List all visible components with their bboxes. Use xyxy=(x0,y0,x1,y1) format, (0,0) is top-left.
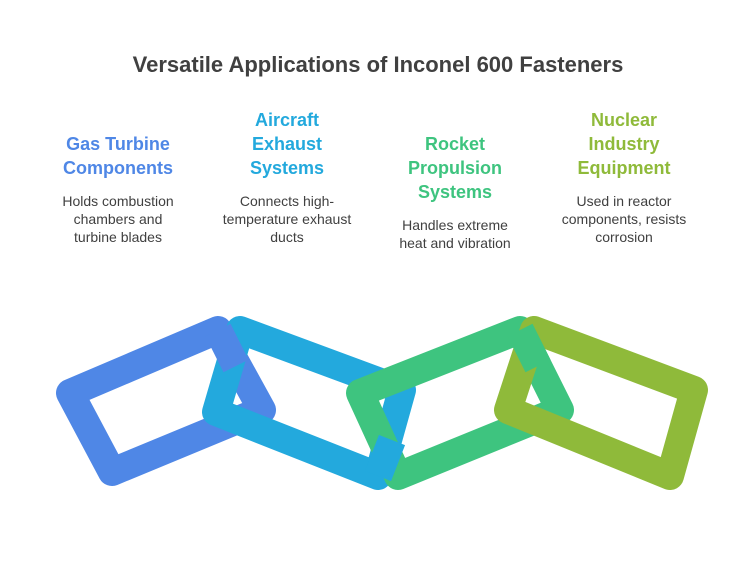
application-heading: Rocket Propulsion Systems xyxy=(380,132,530,204)
application-aircraft-exhaust: Aircraft Exhaust Systems Connects high- … xyxy=(212,108,362,246)
description-line: temperature exhaust xyxy=(222,211,352,227)
application-nuclear-industry: Nuclear Industry Equipment Used in react… xyxy=(549,108,699,246)
application-description: Used in reactor components, resists corr… xyxy=(549,192,699,246)
description-line: Connects high- xyxy=(239,193,335,209)
description-line: Holds combustion xyxy=(62,193,174,209)
heading-line: Systems xyxy=(417,182,493,202)
chain-overlap-green xyxy=(507,323,551,373)
heading-line: Nuclear xyxy=(590,110,658,130)
description-line: heat and vibration xyxy=(399,235,511,251)
chain-link-lime xyxy=(494,316,708,490)
application-heading: Nuclear Industry Equipment xyxy=(549,108,699,180)
heading-line: Exhaust xyxy=(251,134,323,154)
heading-line: Systems xyxy=(249,158,325,178)
chain-overlap-blue xyxy=(205,323,249,373)
application-rocket-propulsion: Rocket Propulsion Systems Handles extrem… xyxy=(380,132,530,252)
heading-line: Components xyxy=(63,158,173,178)
heading-line: Aircraft xyxy=(254,110,320,130)
heading-line: Gas Turbine xyxy=(66,134,170,154)
description-line: Handles extreme xyxy=(402,217,508,233)
heading-line: Propulsion xyxy=(408,158,502,178)
application-description: Holds combustion chambers and turbine bl… xyxy=(43,192,193,246)
description-line: turbine blades xyxy=(74,229,162,245)
description-line: chambers and xyxy=(73,211,163,227)
chain-link-blue xyxy=(56,316,276,486)
heading-line: Industry xyxy=(588,134,660,154)
description-line: components, resists xyxy=(561,211,687,227)
application-description: Connects high- temperature exhaust ducts xyxy=(212,192,362,246)
chain-overlap-cyan xyxy=(364,434,406,482)
heading-line: Equipment xyxy=(577,158,671,178)
description-line: Used in reactor xyxy=(576,193,672,209)
page-title: Versatile Applications of Inconel 600 Fa… xyxy=(132,52,624,77)
description-line: corrosion xyxy=(595,229,653,245)
application-heading: Gas Turbine Components xyxy=(43,132,193,180)
application-description: Handles extreme heat and vibration xyxy=(380,216,530,252)
heading-line: Rocket xyxy=(424,134,486,154)
application-heading: Aircraft Exhaust Systems xyxy=(212,108,362,180)
application-gas-turbine: Gas Turbine Components Holds combustion … xyxy=(43,132,193,246)
description-line: ducts xyxy=(270,229,304,245)
